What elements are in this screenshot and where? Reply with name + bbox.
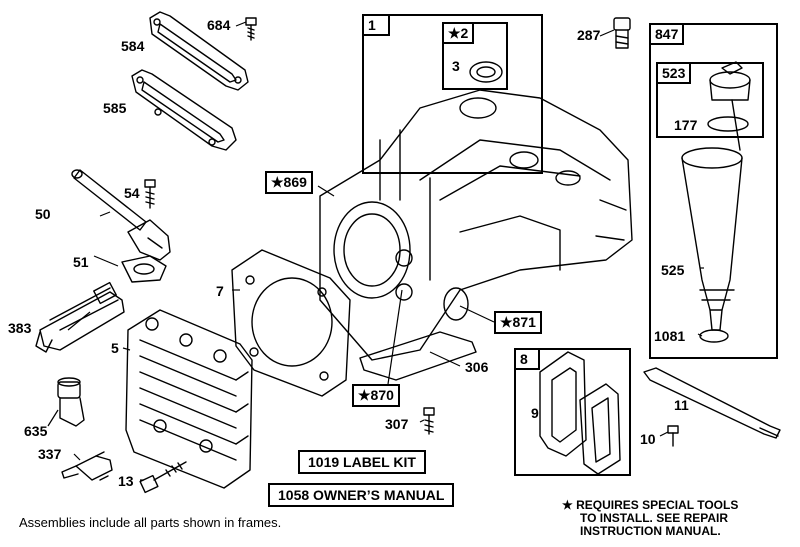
- screw-54-drawing: [144, 179, 156, 209]
- special-tools-note-line-2: TO INSTALL. SEE REPAIR: [580, 511, 729, 525]
- breather-383-drawing: [35, 281, 125, 353]
- part-label-5: 5: [111, 340, 119, 356]
- part-label-584: 584: [121, 38, 145, 54]
- tag-2-special-tool: ★2: [442, 22, 475, 44]
- screw-684-drawing: [245, 17, 257, 41]
- breather-gasket-585-drawing: [131, 69, 237, 151]
- part-label-306: 306: [465, 359, 489, 375]
- dipstick-cap-523-drawing: [709, 61, 751, 151]
- part-label-525: 525: [661, 262, 685, 278]
- plug-287-drawing: [613, 17, 631, 49]
- cover-9-drawing: [539, 351, 621, 475]
- frame-8-label: 8: [514, 348, 540, 370]
- part-label-1081: 1081: [654, 328, 686, 344]
- part-label-307: 307: [385, 416, 409, 432]
- frame-523-label: 523: [656, 62, 692, 84]
- seal-3-drawing: [469, 61, 503, 83]
- breather-tube-50-drawing: [71, 169, 171, 261]
- tag-870-special-tool: ★870: [352, 384, 400, 407]
- screw-10-drawing: [667, 425, 679, 447]
- frame-523: [656, 62, 764, 138]
- o-ring-1081-drawing: [699, 329, 729, 343]
- spark-plug-337-drawing: [61, 451, 113, 481]
- fitting-635-drawing: [57, 377, 85, 427]
- part-label-337: 337: [38, 446, 62, 462]
- part-label-635: 635: [24, 423, 48, 439]
- part-label-684: 684: [207, 17, 231, 33]
- part-label-54: 54: [124, 185, 140, 201]
- frame-2: [442, 22, 508, 90]
- cylinder-head-5-drawing: [125, 309, 253, 489]
- part-label-3: 3: [452, 58, 460, 74]
- frame-847-label: 847: [649, 23, 685, 45]
- special-tools-note-line-1: ★ REQUIRES SPECIAL TOOLS: [562, 498, 739, 512]
- gasket-306-drawing: [359, 331, 477, 381]
- frame-1-cylinder-assembly: [362, 14, 543, 174]
- assemblies-note: Assemblies include all parts shown in fr…: [19, 515, 282, 530]
- special-tools-note-line-3: INSTRUCTION MANUAL.: [580, 524, 721, 538]
- part-label-585: 585: [103, 100, 127, 116]
- frame-8-cover-assembly: [514, 348, 631, 476]
- dipstick-tube-525-drawing: [681, 147, 743, 331]
- part-label-287: 287: [577, 27, 601, 43]
- owners-manual-box: 1058 OWNER’S MANUAL: [268, 483, 455, 507]
- part-label-11: 11: [674, 397, 689, 413]
- part-label-51: 51: [73, 254, 89, 270]
- frame-847-dipstick-assembly: [649, 23, 778, 359]
- part-label-13: 13: [118, 473, 134, 489]
- label-kit-box: 1019 LABEL KIT: [298, 450, 426, 474]
- part-label-177: 177: [674, 117, 698, 133]
- part-label-7: 7: [216, 283, 224, 299]
- breather-cover-584-drawing: [149, 11, 249, 91]
- frame-1-label: 1: [362, 14, 390, 36]
- rod-11-drawing: [643, 367, 781, 439]
- tag-869-special-tool: ★869: [265, 171, 313, 194]
- cylinder-block-drawing: [319, 89, 633, 361]
- gasket-51-drawing: [121, 255, 167, 283]
- part-label-50: 50: [35, 206, 51, 222]
- tag-871-special-tool: ★871: [494, 311, 542, 334]
- o-ring-177-drawing: [707, 116, 749, 132]
- bolt-13-drawing: [139, 461, 187, 494]
- head-gasket-7-drawing: [231, 249, 351, 397]
- part-label-9: 9: [531, 405, 539, 421]
- part-label-383: 383: [8, 320, 32, 336]
- screw-307-drawing: [423, 407, 435, 435]
- part-label-10: 10: [640, 431, 656, 447]
